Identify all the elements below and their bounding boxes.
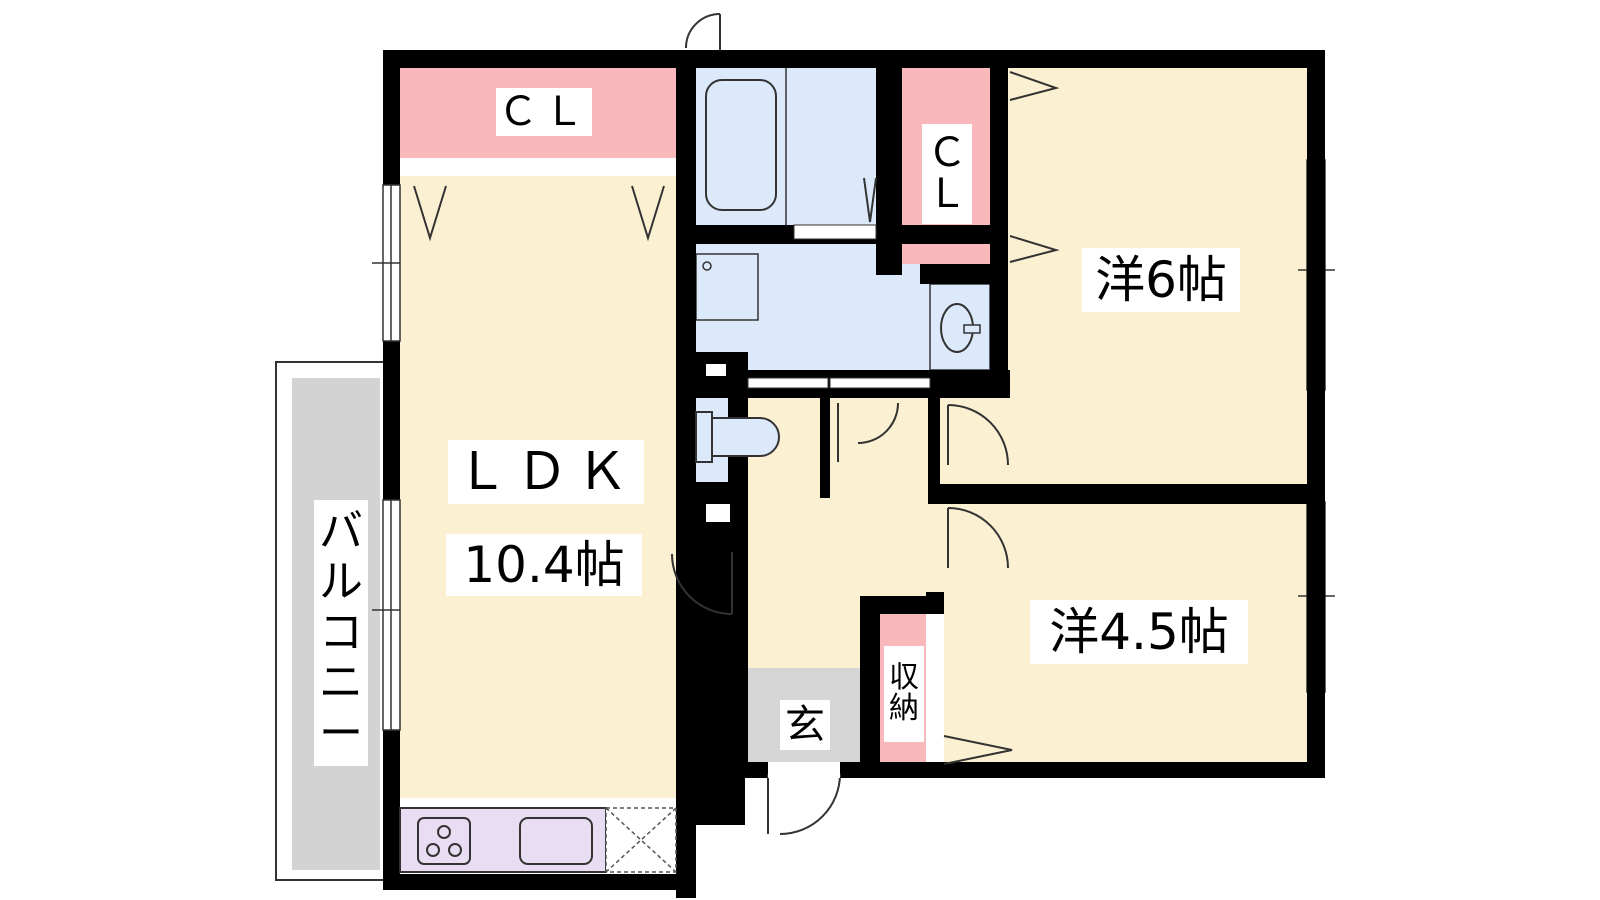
toilet-icon [695,411,780,463]
closet-ldk-door [400,158,676,176]
closet-6-label: Ｃ Ｌ [922,124,972,224]
ldk-name-label: ＬＤＫ [448,440,644,504]
stove-icon [417,817,471,865]
bathtub [705,79,777,211]
storage-text: 収 納 [889,660,919,726]
storage-door [926,614,944,762]
balcony-label: バ ル コ ニ ー [314,500,368,766]
entrance-label: 玄 [780,700,830,750]
kitchen-sink [519,817,593,865]
western-6-label: 洋6帖 [1082,248,1240,312]
western-4-5-hall [928,504,958,592]
doors [413,13,1060,835]
ldk-size-label: 10.4帖 [446,534,642,596]
washing-machine [695,253,759,321]
balcony-text: バ ル コ ニ ー [319,505,363,759]
closet-ldk-label: ＣＬ [496,88,592,136]
western-4-5-label: 洋4.5帖 [1030,600,1248,664]
balcony [275,361,389,881]
western-6-hall [940,384,1010,484]
closet-6-text: Ｃ Ｌ [927,130,967,217]
storage-label: 収 納 [884,646,924,742]
hallway-upper [820,398,928,498]
interior-walls [676,50,1325,898]
